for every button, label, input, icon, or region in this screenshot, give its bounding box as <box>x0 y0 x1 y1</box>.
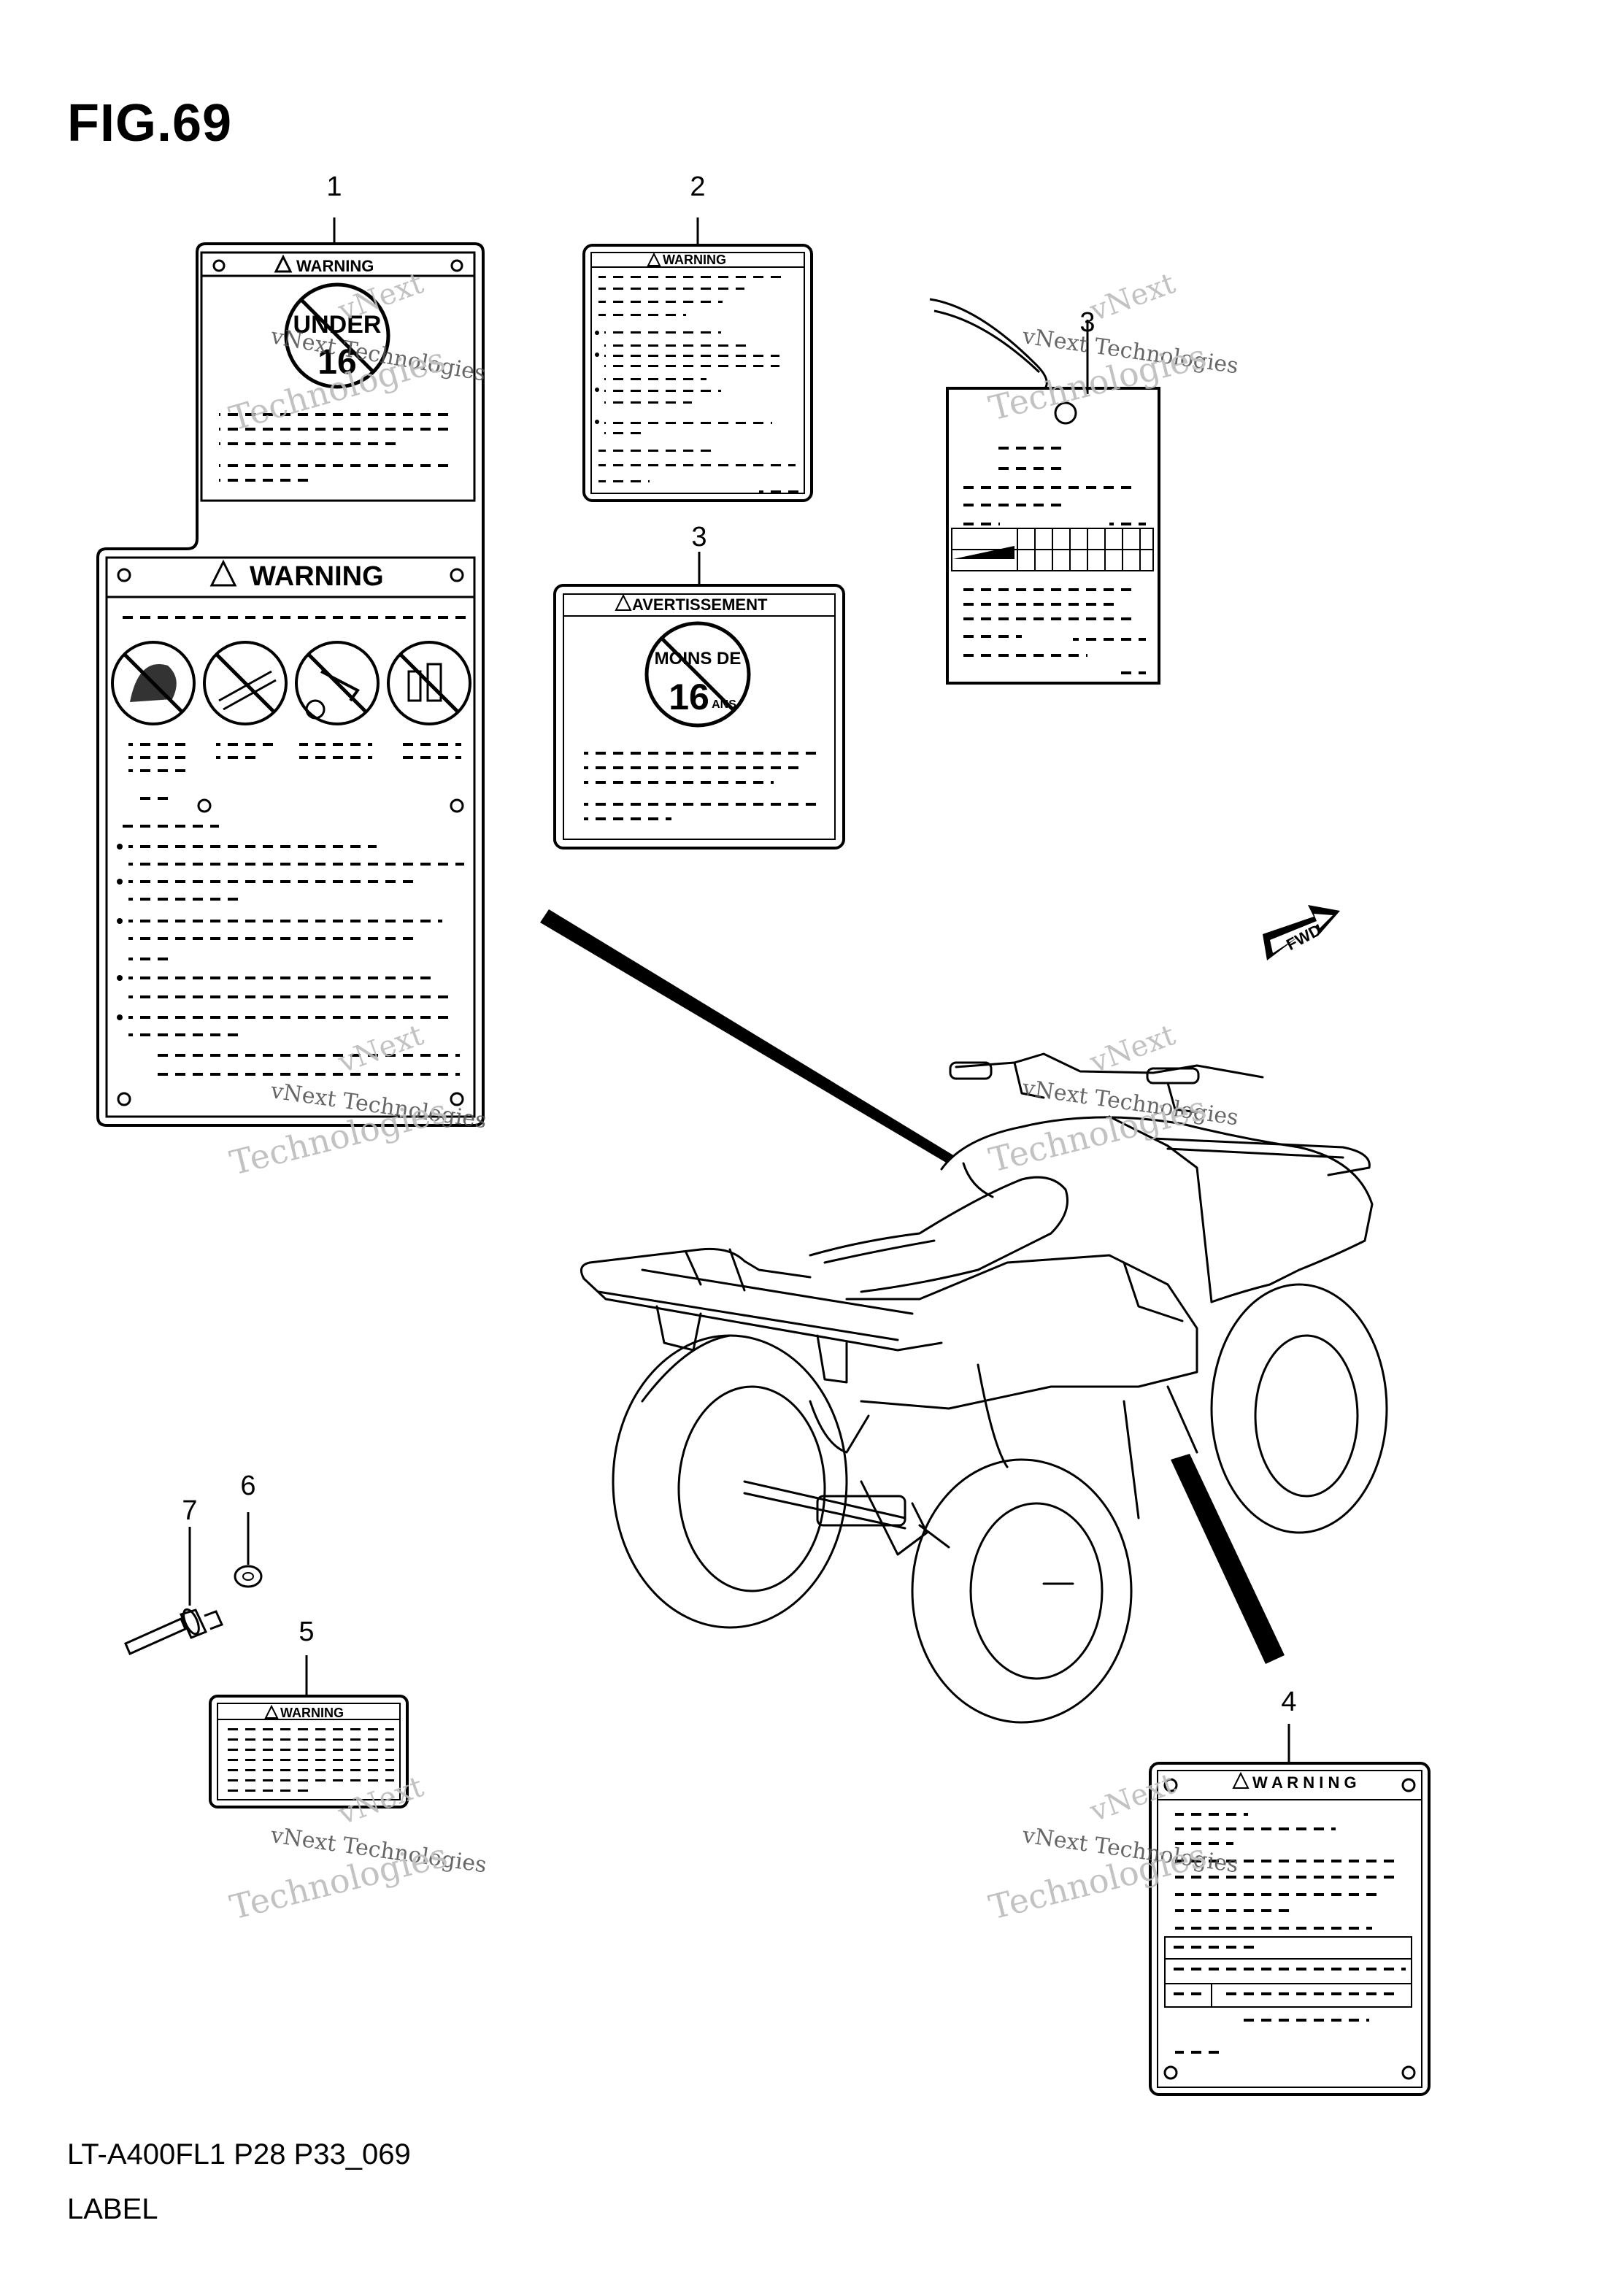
svg-text:vNext: vNext <box>334 1018 428 1080</box>
no-alcohol-pictogram-icon <box>387 641 471 725</box>
callout-5: 5 <box>299 1617 314 1647</box>
warning-triangle-icon <box>1232 1771 1250 1789</box>
callout-1: 1 <box>326 172 342 202</box>
watermark-bottom-left: vNext Technologies vNext Technologies <box>226 1770 488 1927</box>
label-3-french: AVERTISSEMENT MOINS DE 16 ANS <box>553 584 845 850</box>
ans-text: ANS <box>712 698 736 711</box>
moins-de-16-prohibition-icon: MOINS DE 16 ANS <box>644 621 751 728</box>
watermark-group: vNext Technologies vNext Technologies vN… <box>225 266 1240 1927</box>
part-6-washer <box>234 1512 263 1588</box>
under-16-prohibition-icon: UNDER 16 <box>284 282 390 389</box>
label-4-warning-text: W A R N I N G <box>1252 1773 1357 1792</box>
age-16-text: 16 <box>669 677 709 717</box>
label-1-outline <box>96 242 485 1127</box>
atv-illustration <box>580 1052 1388 1724</box>
label-3-hang-tag <box>929 298 1160 685</box>
callout-6: 6 <box>240 1471 255 1501</box>
under-text: UNDER <box>293 311 382 339</box>
warning-triangle-icon <box>274 254 293 273</box>
label-5: WARNING <box>209 1695 409 1808</box>
callout-4: 4 <box>1281 1687 1296 1717</box>
pointer-wedge-label-4 <box>1171 1454 1285 1664</box>
svg-text:vNext: vNext <box>1085 1767 1179 1829</box>
callout-2: 2 <box>690 172 705 202</box>
figure-title: FIG.69 <box>67 94 233 153</box>
no-passenger-pictogram-icon <box>111 641 196 725</box>
no-paved-road-pictogram-icon <box>203 641 288 725</box>
watermark-top-left: vNext Technologies vNext Technologies <box>225 266 488 438</box>
fwd-arrow-icon: FWD <box>1263 905 1340 960</box>
warning-triangle-icon <box>209 559 237 587</box>
callout-7: 7 <box>182 1495 197 1526</box>
callout-3-tag: 3 <box>1079 307 1095 338</box>
label-1-large-warning: WARNING <box>105 556 476 1118</box>
age-16-text: 16 <box>317 343 356 382</box>
warning-triangle-icon <box>647 252 661 266</box>
watermark-mid-right: vNext Technologies vNext Technologies <box>985 1018 1240 1180</box>
label-2: WARNING <box>582 244 813 502</box>
label-1-warning-text: WARNING <box>296 257 374 275</box>
label-5-warning-text: WARNING <box>280 1706 344 1720</box>
watermark-bottom-right: vNext Technologies vNext Technologies <box>985 1767 1240 1927</box>
moins-de-text: MOINS DE <box>655 649 742 669</box>
hang-tag-grid <box>951 528 1154 571</box>
no-stunt-pictogram-icon <box>295 641 380 725</box>
warning-triangle-icon <box>615 593 632 611</box>
svg-text:vNext: vNext <box>334 1770 428 1832</box>
warning-triangle-icon <box>264 1704 279 1719</box>
watermark-mid-left: vNext Technologies vNext Technologies <box>226 1018 488 1183</box>
label-4: W A R N I N G <box>1149 1762 1431 2096</box>
label-2-warning-text: WARNING <box>663 253 726 267</box>
figure-label: LABEL <box>67 2193 158 2225</box>
pointer-wedge-label-1 <box>540 909 955 1163</box>
label-1-large-warning-text: WARNING <box>250 561 384 592</box>
svg-text:vNext: vNext <box>1085 266 1179 328</box>
part-7-rivet <box>124 1527 224 1655</box>
label-4-table <box>1164 1936 1412 2008</box>
avertissement-text: AVERTISSEMENT <box>632 596 768 614</box>
callout-3-french: 3 <box>691 522 706 552</box>
figure-code: LT-A400FL1 P28 P33_069 <box>67 2138 411 2170</box>
label-1-small-warning: WARNING UNDER 16 <box>200 251 476 502</box>
watermark-top-right: vNext Technologies vNext Technologies <box>985 266 1240 428</box>
